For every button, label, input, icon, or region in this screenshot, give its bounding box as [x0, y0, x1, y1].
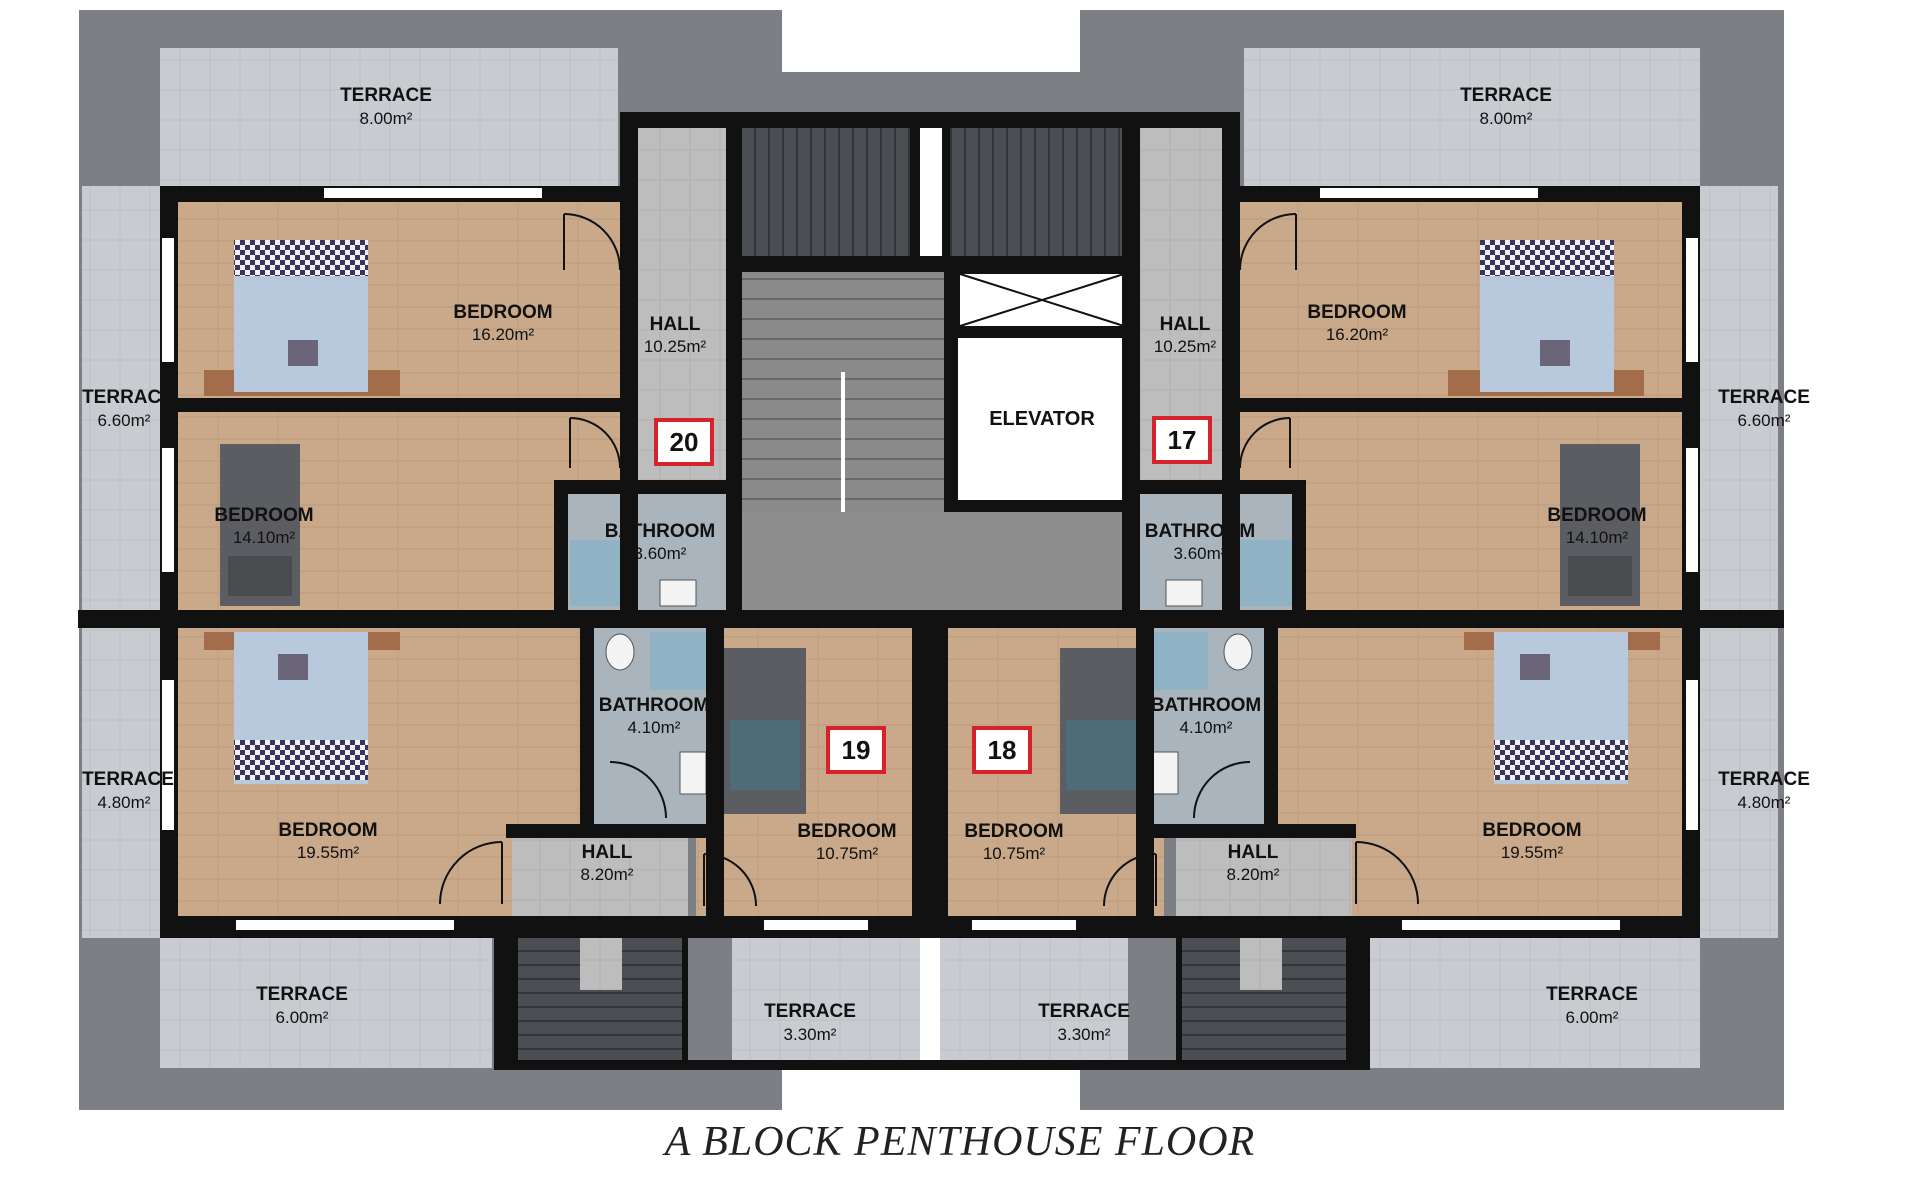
- bedroom-bl-name: BEDROOM: [278, 820, 377, 841]
- terrace-bl-area: 6.00m²: [276, 1008, 329, 1027]
- beds: [204, 240, 1660, 814]
- bath-br-name: BATHROOM: [1151, 695, 1261, 716]
- terrace-br-name: TERRACE: [1546, 984, 1638, 1005]
- terrace-mr-area: 6.60m²: [1738, 411, 1791, 430]
- unit-badge-17: [1152, 416, 1212, 464]
- hall-br-area: 8.20m²: [1227, 865, 1280, 884]
- unit-badge-18: [972, 726, 1032, 774]
- terrace-br-area: 6.00m²: [1566, 1008, 1619, 1027]
- stair-top-left: [728, 128, 910, 256]
- bathrooms: [566, 492, 1300, 824]
- terrace-ll-area: 4.80m²: [98, 793, 151, 812]
- hall-tr-name: HALL: [1160, 314, 1211, 335]
- bath-bl-name: BATHROOM: [599, 695, 709, 716]
- bath-tr-area: 3.60m²: [1174, 544, 1227, 563]
- terrace-sr-name: TERRACE: [1038, 1001, 1130, 1022]
- unit-17: 17: [1168, 425, 1197, 455]
- hall-tr-area: 10.25m²: [1154, 337, 1217, 356]
- bedroom-tl-area: 16.20m²: [472, 325, 535, 344]
- hall-br-floor: [1176, 830, 1352, 916]
- bedroom-cr-area: 10.75m²: [983, 844, 1046, 863]
- terrace-bl-name: TERRACE: [256, 984, 348, 1005]
- terrace-tl-name: TERRACE: [340, 85, 432, 106]
- hall-bl-name: HALL: [582, 842, 633, 863]
- unit-18: 18: [988, 735, 1017, 765]
- terrace-lr-name: TERRACE: [1718, 769, 1810, 790]
- bedroom-cl-area: 10.75m²: [816, 844, 879, 863]
- unit-badge-19: [826, 726, 886, 774]
- bedroom-tr-area: 16.20m²: [1326, 325, 1389, 344]
- bath-tl-area: 3.60m²: [634, 544, 687, 563]
- bedroom-tl-name: BEDROOM: [453, 302, 552, 323]
- terrace-top-left: [160, 48, 618, 186]
- labels: 20 17 19 18 ELEVATOR TERRACE 8.00m² TERR…: [82, 85, 1810, 1044]
- hall-bl-area: 8.20m²: [581, 865, 634, 884]
- bath-bl-area: 4.10m²: [628, 718, 681, 737]
- bath-br-area: 4.10m²: [1180, 718, 1233, 737]
- bedroom-tr-floor: [1230, 202, 1682, 398]
- hall-br-name: HALL: [1228, 842, 1279, 863]
- terrace-small-left: [732, 938, 920, 1068]
- terrace-sl-name: TERRACE: [764, 1001, 856, 1022]
- bedroom-br-name: BEDROOM: [1482, 820, 1581, 841]
- bedroom-cr-name: BEDROOM: [964, 821, 1063, 842]
- terrace-small-right: [940, 938, 1128, 1068]
- unit-badges: [654, 416, 1212, 774]
- bedroom-mr-name: BEDROOM: [1547, 505, 1646, 526]
- bedroom-tr-name: BEDROOM: [1307, 302, 1406, 323]
- floor-plan: 20 17 19 18 ELEVATOR TERRACE 8.00m² TERR…: [78, 10, 1810, 1110]
- terrace-lr-area: 4.80m²: [1738, 793, 1791, 812]
- terrace-ml-name: TERRACE: [82, 387, 174, 408]
- stair-top-right: [950, 128, 1130, 256]
- elevator: [958, 338, 1126, 500]
- hall-bl-floor: [512, 830, 688, 916]
- terrace-mid-right: [1700, 186, 1778, 616]
- plan-caption: A BLOCK PENTHOUSE FLOOR: [664, 1119, 1256, 1165]
- unit-badge-20: [654, 418, 714, 466]
- hall-tl-name: HALL: [650, 314, 701, 335]
- terrace-ll-name: TERRACE: [82, 769, 174, 790]
- terrace-bottom-left: [160, 938, 492, 1068]
- terrace-ml-area: 6.60m²: [98, 411, 151, 430]
- bottom-stairs: [512, 930, 1352, 1068]
- hall-tl-area: 10.25m²: [644, 337, 707, 356]
- doors: [439, 213, 1419, 907]
- terrace-bottom-right: [1368, 938, 1700, 1068]
- terrace-low-left: [82, 616, 160, 938]
- terraces: [82, 48, 1778, 1068]
- terrace-sl-area: 3.30m²: [784, 1025, 837, 1044]
- bedroom-bl-area: 19.55m²: [297, 843, 360, 862]
- terrace-mr-name: TERRACE: [1718, 387, 1810, 408]
- terrace-tl-area: 8.00m²: [360, 109, 413, 128]
- unit-19: 19: [842, 735, 871, 765]
- bedroom-cl-name: BEDROOM: [797, 821, 896, 842]
- terrace-tr-name: TERRACE: [1460, 85, 1552, 106]
- terrace-mid-left: [82, 186, 160, 616]
- bath-tl-name: BATHROOM: [605, 521, 715, 542]
- windows: [162, 188, 1698, 930]
- unit-20: 20: [670, 427, 699, 457]
- terrace-top-right: [1244, 48, 1700, 186]
- bedroom-mr-area: 14.10m²: [1566, 528, 1629, 547]
- bedroom-ml-area: 14.10m²: [233, 528, 296, 547]
- bedroom-br-area: 19.55m²: [1501, 843, 1564, 862]
- bedroom-ml-name: BEDROOM: [214, 505, 313, 526]
- terrace-tr-area: 8.00m²: [1480, 109, 1533, 128]
- terrace-sr-area: 3.30m²: [1058, 1025, 1111, 1044]
- elevator-label: ELEVATOR: [989, 408, 1095, 430]
- bath-tr-name: BATHROOM: [1145, 521, 1255, 542]
- terrace-low-right: [1700, 616, 1778, 938]
